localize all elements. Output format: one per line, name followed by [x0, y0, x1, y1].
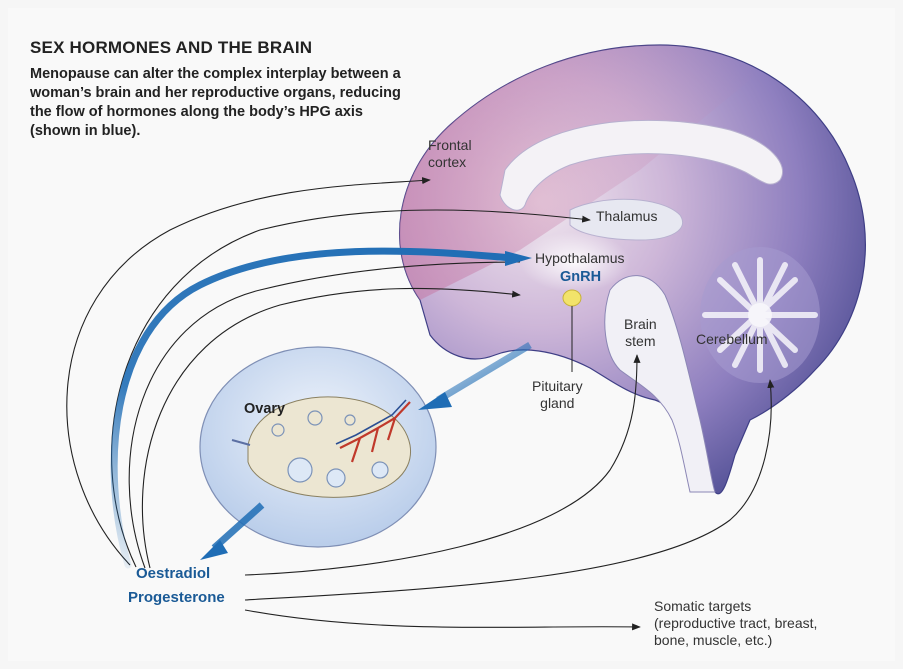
thalamus-label: Thalamus: [596, 208, 657, 225]
pituitary-gland-label: Pituitary gland: [532, 378, 583, 412]
oestradiol-label: Oestradiol: [136, 565, 210, 582]
progesterone-label: Progesterone: [128, 589, 225, 606]
brain-stem-label: Brain stem: [624, 316, 657, 350]
cerebellum-shape: [700, 247, 820, 383]
gnrh-label: GnRH: [560, 269, 601, 285]
figure-intro: Menopause can alter the complex interpla…: [30, 65, 410, 141]
somatic-targets-label: Somatic targets (reproductive tract, bre…: [654, 598, 817, 649]
hypothalamus-label: Hypothalamus: [535, 250, 625, 267]
cerebellum-label: Cerebellum: [696, 331, 768, 348]
pituitary-gland-shape: [563, 290, 581, 306]
frontal-cortex-label: Frontal cortex: [428, 137, 472, 171]
ovary-label: Ovary: [244, 401, 285, 417]
figure-title: SEX HORMONES AND THE BRAIN: [30, 38, 312, 58]
